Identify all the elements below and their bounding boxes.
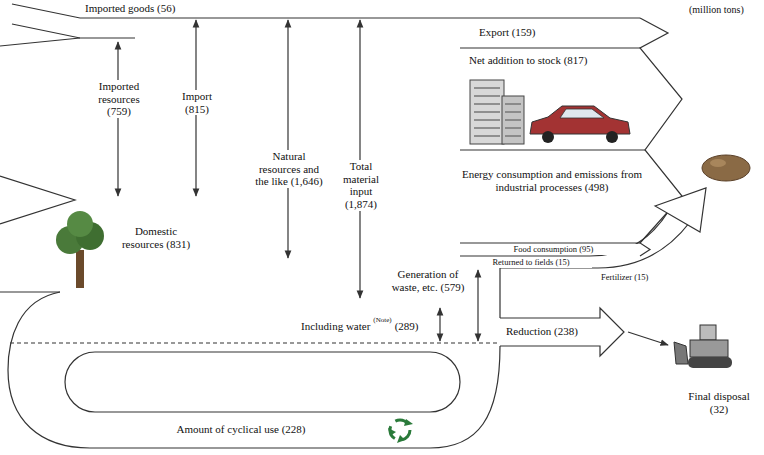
soil-icon <box>702 155 750 181</box>
recycle-icon <box>404 419 413 426</box>
loop-inner <box>65 352 460 412</box>
dimension-arrow <box>359 20 360 298</box>
car-window <box>560 109 604 118</box>
bulldozer-blade <box>674 342 688 364</box>
flow-label: Including water <box>300 320 371 333</box>
flow-line <box>0 38 80 46</box>
tree-trunk <box>76 250 84 288</box>
flow-label: Imported resources (759) <box>86 80 152 118</box>
flow-label: Amount of cyclical use (228) <box>130 423 352 436</box>
reduction-arrow <box>500 308 624 356</box>
flow-label: Generation of waste, etc. (579) <box>386 268 470 293</box>
flow-line <box>0 176 75 224</box>
flow-label: Domestic resources (831) <box>120 225 192 250</box>
flow-label: Natural resources and the like (1,646) <box>250 150 328 188</box>
unit-note: (million tons) <box>688 4 745 16</box>
flow-line <box>460 149 645 150</box>
loop-outline <box>8 292 500 448</box>
recycle-icon <box>388 428 396 436</box>
dimension-arrow <box>477 270 478 341</box>
bulldozer-cab <box>700 325 716 340</box>
dimension-arrow <box>117 42 118 196</box>
flow-label: Net addition to stock (817) <box>468 54 589 67</box>
flow-line <box>460 47 640 48</box>
dimension-arrow <box>287 20 288 258</box>
flow-label: Fertilizer (15) <box>600 273 649 283</box>
flow-line <box>12 24 135 38</box>
flow-line <box>460 212 668 256</box>
fields-arrow-head <box>655 188 706 232</box>
bulldozer-track <box>688 357 732 368</box>
flow-line <box>0 291 60 292</box>
flow-label: Reduction (238) <box>505 325 579 338</box>
water-line <box>10 342 498 343</box>
flow-label: (289) <box>394 320 420 333</box>
note-mark: (Note) <box>372 316 392 324</box>
bulldozer-body <box>690 340 728 357</box>
flow-label: Import (815) <box>170 90 224 115</box>
soil-icon <box>710 159 726 167</box>
recycle-icon <box>397 435 405 443</box>
flow-label: Imported goods (56) <box>84 2 176 15</box>
disposal-arrow <box>628 332 668 345</box>
flow-label: Returned to fields (15) <box>470 257 592 268</box>
flow-line <box>500 222 690 318</box>
flow-label: Total material input (1,874) <box>334 160 388 211</box>
car-wheel <box>542 131 554 143</box>
tree-crown <box>67 211 93 237</box>
flow-label: Export (159) <box>478 26 537 39</box>
building-windows <box>474 88 521 136</box>
car-icon <box>530 106 630 134</box>
flow-label: Energy consumption and emissions from in… <box>460 168 644 193</box>
flow-label: Final disposal (32) <box>680 390 758 415</box>
car-wheel <box>606 131 618 143</box>
dimension-arrow <box>439 308 440 341</box>
output-chevrons <box>640 18 682 256</box>
flow-label: Food consumption (95) <box>470 244 637 255</box>
